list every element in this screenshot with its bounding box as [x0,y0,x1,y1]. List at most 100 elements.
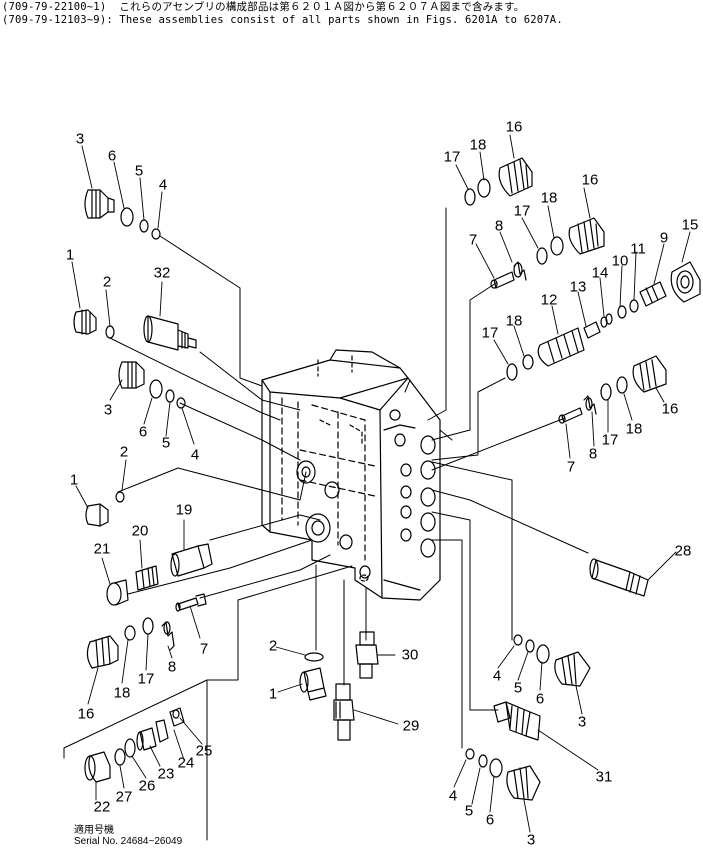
callout-4: 4 [492,667,502,685]
callout-17: 17 [513,202,531,220]
callout-22: 22 [93,798,111,816]
o-ring-2-lower [304,652,324,662]
callout-2: 2 [102,273,112,291]
sleeve-19 [170,543,213,577]
o-ring-17-mid [506,363,518,381]
o-ring-4-right [513,634,523,646]
callout-18: 18 [113,684,131,702]
callout-8: 8 [167,658,177,676]
callout-3: 3 [577,713,587,731]
callout-5: 5 [134,162,144,180]
o-ring-5-upper [139,219,149,233]
callout-16: 16 [77,705,95,723]
callout-5: 5 [513,679,523,697]
callout-4: 4 [190,446,200,464]
callout-3: 3 [75,130,85,148]
seal-14 [600,313,613,328]
cap-21 [106,579,129,606]
o-ring-11 [629,299,639,313]
callout-1: 1 [268,685,278,703]
callout-31: 31 [595,768,613,786]
o-ring-4-upper [151,228,161,240]
nut-15 [670,261,701,303]
spring-8-left [161,621,175,651]
callout-6: 6 [107,147,117,165]
o-ring-17-right [600,383,612,401]
callout-7: 7 [468,231,478,249]
plug-1-middle [85,503,109,527]
callout-7: 7 [566,458,576,476]
cartridge-32 [143,315,197,351]
callout-1: 1 [69,471,79,489]
plug-3-middle [118,361,145,389]
serial-label-jp: 適用号機 [74,825,114,836]
callout-5: 5 [464,802,474,820]
callout-25: 25 [195,742,213,760]
callout-4: 4 [158,176,168,194]
callout-18: 18 [625,420,643,438]
o-ring-6-upper [120,207,134,227]
o-ring-17-left [142,617,154,635]
callout-18: 18 [505,312,523,330]
callout-11: 11 [630,240,646,258]
plug-16-upper [568,217,605,255]
piston-7-left [175,593,207,612]
callout-2: 2 [268,637,278,655]
callout-26: 26 [138,777,156,795]
plug-3-upper [84,189,115,219]
callout-8: 8 [494,217,504,235]
o-ring-6-middle [149,379,163,399]
o-ring-4-middle [176,397,186,409]
o-ring-6-right [536,644,550,664]
callout-8: 8 [588,445,598,463]
callout-9: 9 [659,229,669,247]
o-ring-18-top [477,178,491,198]
o-ring-5-right [525,639,535,653]
callout-18: 18 [540,189,558,207]
callout-16: 16 [661,400,679,418]
callout-14: 14 [591,264,609,282]
callout-24: 24 [177,754,195,772]
spring-8-right-upper [513,261,527,281]
plug-3-right [554,651,591,687]
plug-16-top [498,157,533,197]
o-ring-18-left [124,625,136,641]
header-line-jp: (709-79-22100~1) これらのアセンブリの構成部品は第６２０１Ａ図か… [2,1,525,13]
spring-13 [583,321,601,339]
callout-28: 28 [674,542,692,560]
o-ring-6-bottom [489,758,503,778]
piston-7-right-upper [490,271,515,289]
piston-7-right-lower [558,407,583,424]
o-ring-17-top [464,188,476,206]
cartridge-12 [537,327,585,367]
callout-6: 6 [535,690,545,708]
callout-16: 16 [505,118,523,136]
callout-19: 19 [175,501,193,519]
callout-17: 17 [443,148,461,166]
valve-body [261,349,441,601]
valve-28 [589,558,649,597]
plug-1-lower [299,667,327,701]
plug-3-bottom [506,765,541,801]
valve-31 [493,701,541,741]
plug-16-left [86,635,119,669]
callout-leaders [71,134,691,833]
callout-27: 27 [115,788,133,806]
callout-15: 15 [681,216,699,234]
fitting-9 [639,281,667,307]
o-ring-18-right [616,376,628,394]
sub-assembly-box [84,707,185,783]
valve-29 [333,683,355,741]
callout-5: 5 [161,434,171,452]
o-ring-17-upper [536,247,548,265]
callout-6: 6 [485,811,495,829]
plug-16-right [632,355,667,393]
callout-12: 12 [540,291,558,309]
leader-lines [63,207,589,841]
header-line-en: (709-79-12103~9): These assemblies consi… [2,14,563,26]
spring-20 [135,565,159,591]
callout-13: 13 [569,278,587,296]
o-ring-5-bottom [478,754,488,768]
